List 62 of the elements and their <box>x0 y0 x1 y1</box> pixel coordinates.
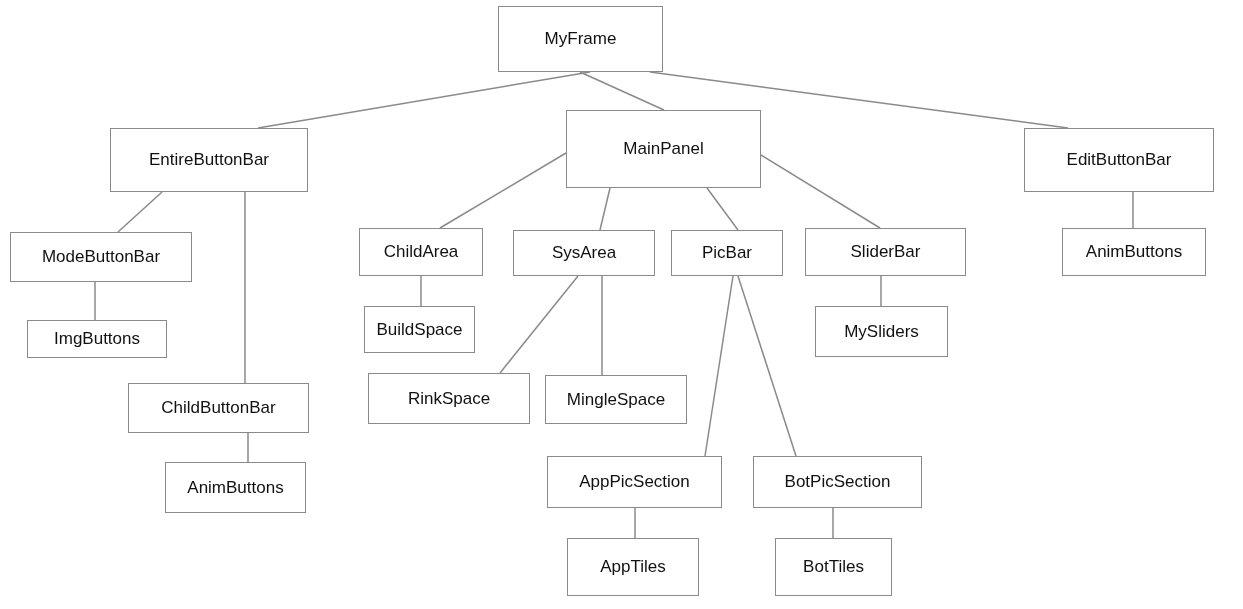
connector-line <box>1132 191 1134 229</box>
connector-line <box>832 507 834 539</box>
connector-line <box>439 152 567 229</box>
class-box <box>545 375 687 424</box>
class-name: AppPicSection <box>579 472 690 492</box>
class-box <box>368 373 530 424</box>
class-box <box>815 306 948 357</box>
class-box <box>128 383 309 433</box>
class-box <box>359 228 483 276</box>
class-box <box>671 230 783 276</box>
class-box <box>1062 228 1206 276</box>
connector-line <box>420 275 422 307</box>
class-box <box>513 230 655 276</box>
connector-line <box>601 275 603 376</box>
class-box <box>805 228 966 276</box>
class-box <box>27 320 167 358</box>
class-box <box>775 538 892 596</box>
class-name: AnimButtons <box>1085 242 1183 262</box>
connector-line <box>94 281 96 321</box>
connector-line <box>737 275 797 457</box>
connector-line <box>634 507 636 539</box>
connector-line <box>760 154 881 229</box>
class-name: RinkSpace <box>407 388 491 409</box>
class-box <box>10 232 192 282</box>
class-name: MyFrame <box>544 29 617 49</box>
class-name: SysArea <box>551 243 617 263</box>
connector-line <box>599 187 611 231</box>
connector-line <box>704 275 734 457</box>
class-name: ImgButtons <box>54 329 140 349</box>
class-box <box>364 306 475 353</box>
class-box <box>498 6 663 72</box>
class-box <box>547 456 722 508</box>
class-name: ModeButtonBar <box>41 247 161 267</box>
class-box <box>110 128 308 192</box>
class-name: ChildArea <box>383 242 459 262</box>
class-name: BotPicSection <box>784 472 891 492</box>
class-name: PicBar <box>701 243 753 263</box>
class-name: MingleSpace <box>566 389 666 410</box>
class-name: MySliders <box>844 321 919 342</box>
class-name: EditButtonBar <box>1066 150 1172 170</box>
class-name: EntireButtonBar <box>149 150 269 170</box>
class-name: AnimButtons <box>187 477 284 498</box>
connector-line <box>244 191 246 384</box>
connector-line <box>649 71 1069 129</box>
class-name: SliderBar <box>850 242 921 262</box>
class-name: MainPanel <box>623 139 704 159</box>
class-name: AppTiles <box>600 557 666 577</box>
class-box <box>165 462 306 513</box>
class-box <box>567 538 699 596</box>
connector-line <box>117 191 163 233</box>
connector-line <box>706 187 739 231</box>
connector-line <box>880 275 882 307</box>
class-box <box>566 110 761 188</box>
class-name: BotTiles <box>803 557 864 577</box>
connector-line <box>579 71 665 111</box>
connector-line <box>247 432 249 463</box>
class-box <box>753 456 922 508</box>
class-name: ChildButtonBar <box>161 398 276 418</box>
class-name: BuildSpace <box>376 319 463 340</box>
class-box <box>1024 128 1214 192</box>
connector-line <box>499 275 579 374</box>
connector-line <box>257 71 591 129</box>
